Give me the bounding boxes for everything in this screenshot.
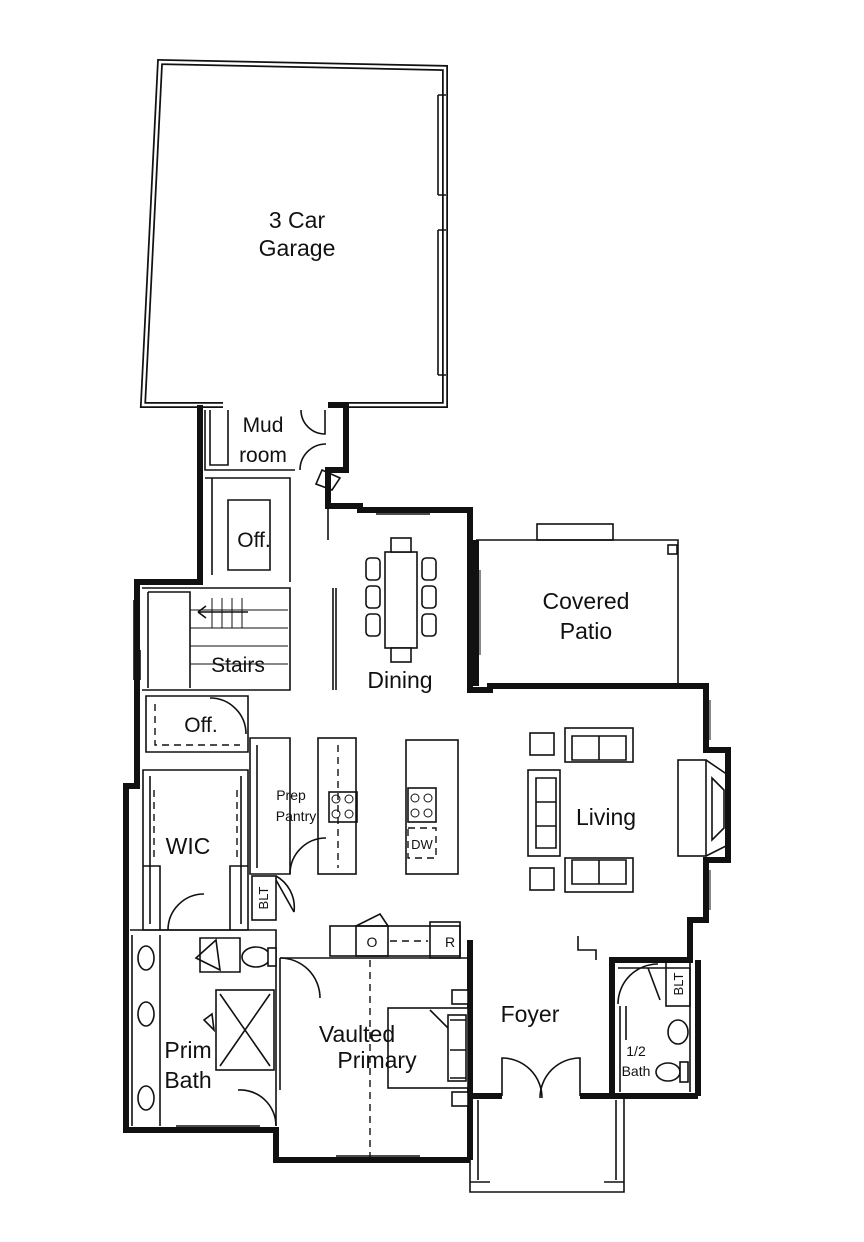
oven-label: O [367,934,378,950]
mudroom-label-1: Mud [243,414,284,437]
covered-patio-label-2: Patio [560,618,612,644]
prim-bath-area [130,929,277,1131]
mudroom-area [204,410,342,582]
vaulted-primary-label-2: Primary [337,1047,417,1073]
wic-label: WIC [166,833,211,859]
garage-walls [139,58,448,435]
half-bath-area [617,961,691,1092]
dining-area [332,509,481,690]
vaulted-primary-label-1: Vaulted [319,1021,395,1047]
kitchen-area [249,737,459,875]
foyer-area [501,936,597,1099]
blt-left-label: BLT [256,887,271,910]
covered-patio-label-1: Covered [543,588,630,614]
living-label: Living [576,804,636,830]
half-bath-label-2: Bath [622,1063,651,1079]
foyer-label: Foyer [501,1001,560,1027]
room-labels: 3 Car Garage Mud room Off. Stairs Dining… [164,207,686,1093]
house-walls [123,402,731,1193]
stairs-drawing [133,587,291,691]
blt-right-label: BLT [671,973,686,996]
prep-pantry-label-2: Pantry [276,808,316,824]
prim-bath-label-2: Bath [164,1067,211,1093]
dining-label: Dining [367,667,432,693]
living-area [500,685,729,910]
refrigerator-label: R [445,934,455,950]
garage-label-1: 3 Car [269,207,326,233]
half-bath-label-1: 1/2 [626,1043,646,1059]
office-upper-label: Off. [237,529,270,552]
office-lower-area [145,695,249,753]
covered-patio-area [476,523,679,686]
office-lower-label: Off. [184,714,217,737]
blt-left-area [251,875,296,921]
prim-bath-label-1: Prim [164,1037,211,1063]
appliances-area [329,912,461,959]
stairs-label: Stairs [211,654,265,677]
mudroom-label-2: room [239,444,287,467]
prep-pantry-label-1: Prep [276,787,306,803]
garage-label-2: Garage [259,235,336,261]
dishwasher-label: DW [411,837,433,852]
vaulted-primary-area [237,957,470,1161]
